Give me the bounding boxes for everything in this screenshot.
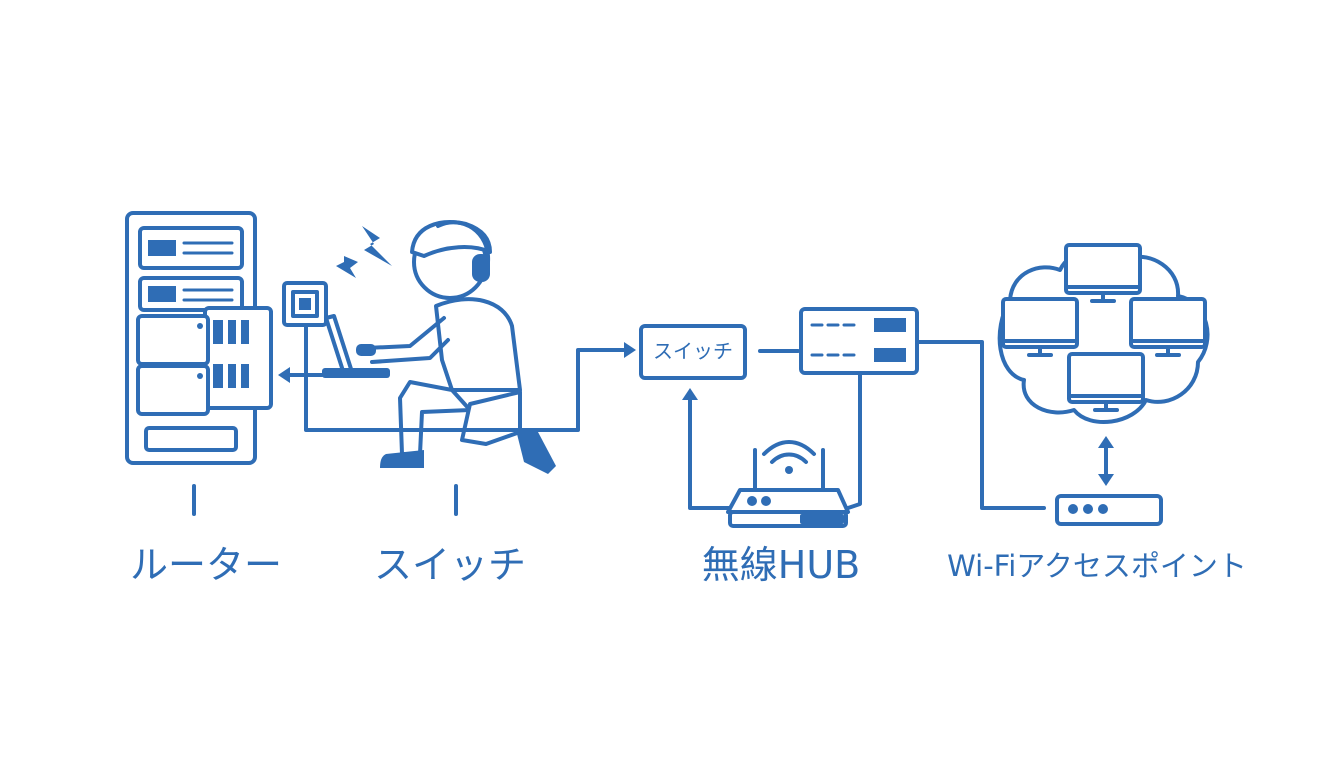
headset-icon [436, 220, 491, 282]
router-label: ルーター [130, 543, 282, 587]
cable-wifi-router-to-switch [688, 396, 732, 510]
switch-label: スイッチ [374, 543, 526, 587]
arrow-up-to-switch [682, 388, 698, 400]
computer-cloud-icon [997, 243, 1210, 425]
access-point-icon [1055, 494, 1163, 526]
cable-outlet-to-switch [304, 324, 628, 432]
technician-icon [322, 220, 556, 516]
network-switch-icon [639, 324, 747, 380]
wireless-hub-label: 無線HUB [702, 543, 860, 587]
wifi-router-icon [726, 440, 850, 528]
arrow-to-switch [624, 342, 636, 358]
laptop-icon [322, 314, 390, 378]
server-rack-icon [125, 211, 273, 516]
double-arrow-icon [1098, 436, 1114, 486]
connection-arrow-to-router [278, 367, 324, 383]
cable-hub-to-access-point [916, 340, 1046, 510]
wifi-ap-label: Wi-Fiアクセスポイント [947, 549, 1247, 583]
switch-box-label: スイッチ [653, 339, 733, 363]
lightning-icon [336, 226, 392, 278]
wall-outlet-icon [282, 281, 328, 327]
cable-hub-to-wifi-router [846, 372, 862, 510]
wireless-hub-icon [799, 307, 919, 375]
